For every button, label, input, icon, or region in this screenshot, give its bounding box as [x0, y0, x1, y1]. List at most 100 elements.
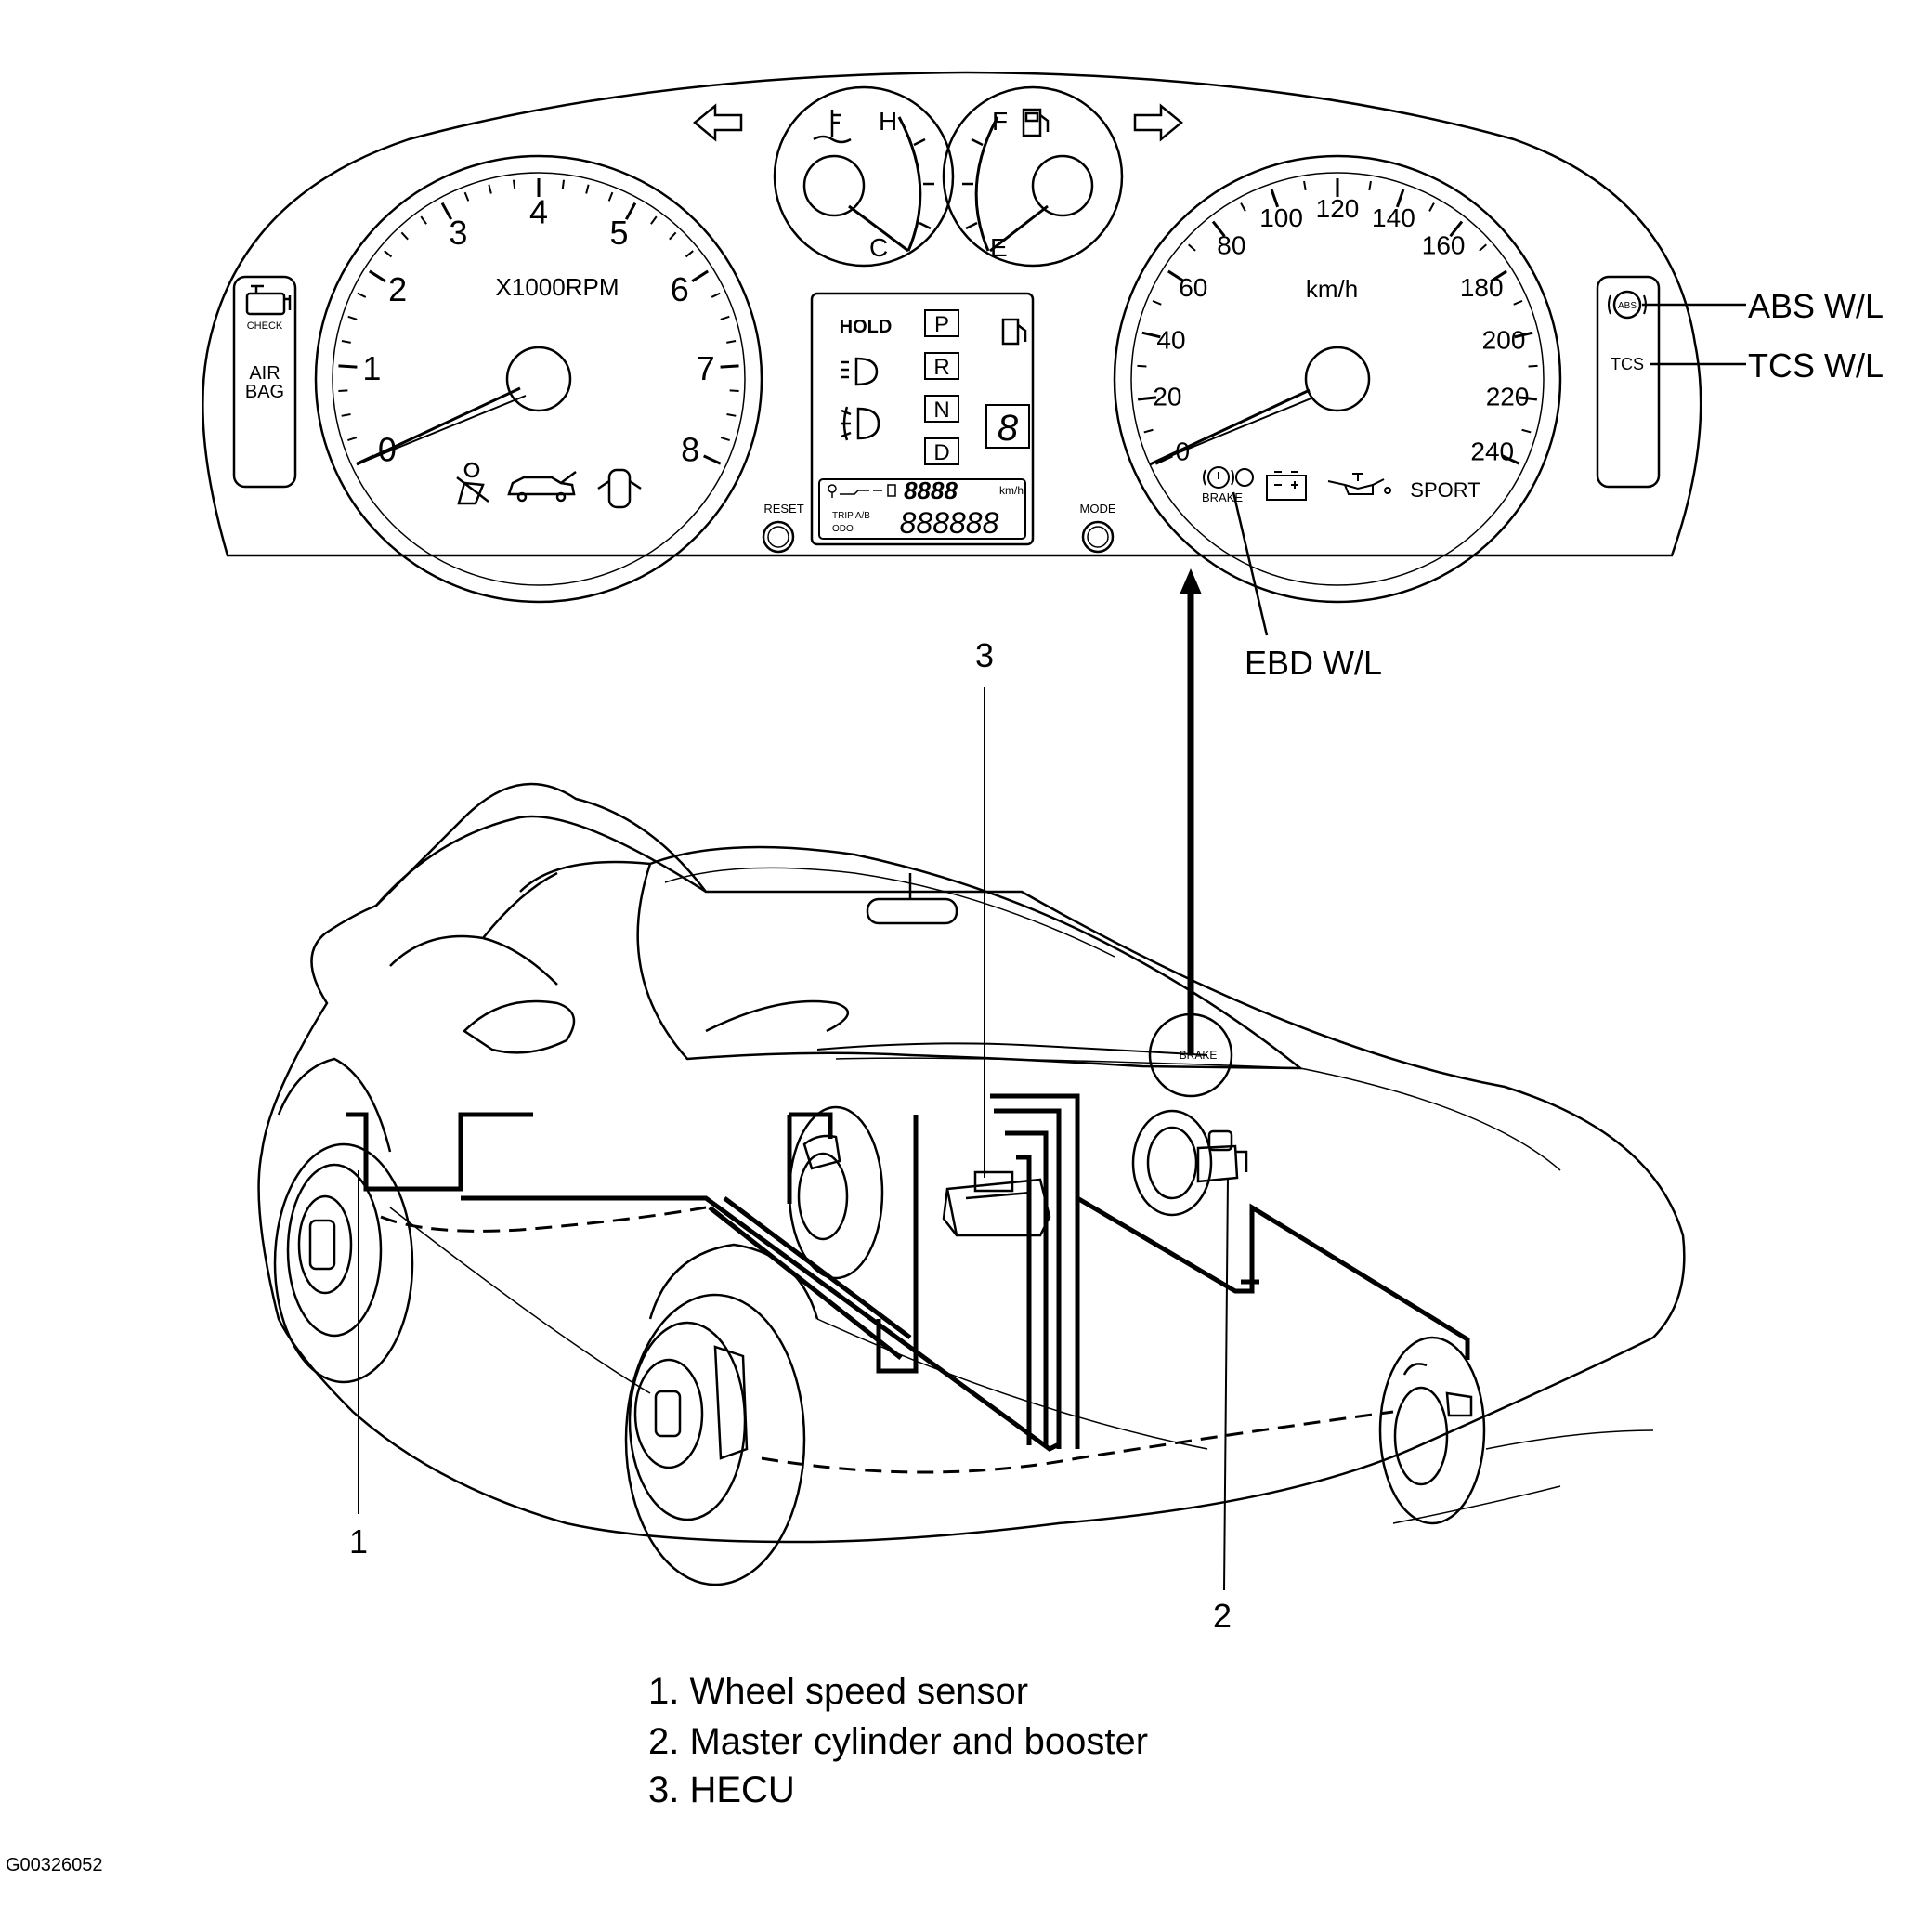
- speedometer-tick: [1490, 269, 1507, 282]
- rear-left-wheel: [273, 1142, 414, 1384]
- left-warning-panel: [232, 275, 297, 489]
- hold-indicator: HOLD: [840, 317, 893, 337]
- speedometer-label: 140: [1372, 203, 1415, 232]
- temp-high-label: H: [879, 107, 897, 136]
- tachometer-needle: [356, 386, 521, 466]
- tachometer-tick: [669, 231, 677, 241]
- rear-right-wheel: [788, 1105, 884, 1280]
- tachometer-tick: [488, 184, 492, 194]
- figure-code: G00326052: [6, 1855, 103, 1875]
- mode-button[interactable]: [1081, 520, 1115, 554]
- tachometer-tick: [369, 269, 386, 282]
- warning-lamp-inset: [1148, 1012, 1233, 1098]
- tachometer-tick: [357, 292, 367, 298]
- reset-button[interactable]: [762, 520, 795, 554]
- temperature-gauge: [773, 85, 955, 268]
- tachometer-tick: [685, 250, 694, 258]
- tachometer-label: 5: [610, 214, 629, 252]
- speedometer-label: 40: [1156, 325, 1185, 354]
- speedometer-hub: [1304, 346, 1371, 412]
- fuel-gauge: [942, 85, 1124, 268]
- gear-letter: R: [933, 355, 949, 380]
- tachometer-tick: [338, 389, 348, 392]
- speedometer-tick: [1270, 189, 1280, 208]
- gear-digit-box: [985, 404, 1030, 449]
- speedometer-ticks: [1137, 178, 1538, 465]
- legend: 1. Wheel speed sensor 2. Master cylinder…: [648, 1671, 1148, 1810]
- speedometer-tick: [1368, 180, 1372, 191]
- tachometer-tick: [347, 315, 358, 320]
- temperature-scale: [897, 116, 922, 252]
- temperature-hub: [802, 154, 866, 217]
- coolant-temp-icon: [813, 110, 852, 144]
- seatbelt-icon: [456, 462, 489, 505]
- tachometer-tick: [400, 231, 409, 241]
- lcd-odo-label: ODO: [832, 524, 854, 534]
- fuel-pump-icon: [1022, 108, 1050, 137]
- fuel-full-label: F: [992, 107, 1008, 136]
- speedometer-tick: [1167, 269, 1185, 282]
- speedometer-bezel: [1113, 154, 1562, 604]
- speedometer-label: 120: [1316, 194, 1360, 223]
- tachometer-tick: [338, 364, 358, 369]
- speedometer-label: 160: [1422, 230, 1466, 259]
- front-right-wheel: [1378, 1336, 1486, 1525]
- tachometer-tick: [720, 437, 730, 442]
- key-car-icon: [828, 484, 896, 498]
- tachometer-tick: [726, 340, 737, 344]
- tcs-badge: TCS: [1611, 355, 1644, 373]
- speedometer-unit: km/h: [1306, 275, 1358, 303]
- speedometer-tick: [1518, 396, 1538, 401]
- tachometer-tick: [729, 389, 739, 392]
- tachometer-tick: [420, 215, 427, 225]
- speedometer-needle: [1149, 388, 1311, 466]
- tachometer-tick: [341, 412, 351, 417]
- tachometer-tick: [440, 202, 453, 220]
- tachometer-label: 3: [449, 214, 467, 252]
- brake-lines: [346, 1093, 1470, 1452]
- speedometer-tick: [1502, 454, 1520, 465]
- speedometer-tick: [1240, 202, 1246, 212]
- ebd-wl-leader: [1232, 491, 1269, 636]
- headlamp-icon: [841, 357, 879, 386]
- gear-box: [924, 437, 959, 465]
- speedometer-tick: [1479, 243, 1487, 252]
- odometer-lcd: [818, 478, 1026, 540]
- tachometer-tick: [512, 179, 516, 189]
- speedometer-tick: [1141, 331, 1161, 339]
- tachometer-unit: X1000RPM: [496, 273, 619, 301]
- airbag-label-2: BAG: [245, 382, 284, 402]
- gear-box: [924, 352, 959, 380]
- right-warning-panel: [1596, 275, 1661, 489]
- gear-digit: 8: [998, 408, 1019, 449]
- airbag-label-1: AIR: [249, 363, 280, 384]
- tachometer-label: 1: [362, 349, 381, 387]
- speedometer-label: 180: [1460, 273, 1504, 302]
- center-display-panel: [810, 292, 1035, 546]
- tachometer-hub: [505, 346, 572, 412]
- speedometer-tick: [1137, 364, 1147, 368]
- cluster-housing: [202, 71, 1702, 557]
- trunk-open-icon: [507, 471, 577, 503]
- tachometer-tick: [650, 215, 658, 225]
- speedometer-label: 60: [1179, 273, 1207, 302]
- speedometer-label: 200: [1482, 325, 1526, 354]
- fuel-scale: [974, 116, 999, 252]
- reset-label: RESET: [763, 502, 803, 516]
- callout-number-1: 1: [349, 1522, 368, 1560]
- left-turn-signal-icon: [693, 103, 743, 142]
- speedometer-tick: [1303, 180, 1307, 191]
- tachometer-ticks: [338, 178, 739, 465]
- battery-icon: [1266, 471, 1307, 501]
- tachometer-tick: [561, 179, 566, 189]
- tachometer-tick: [624, 202, 637, 220]
- car-roof: [375, 815, 707, 907]
- tachometer-tick: [347, 437, 358, 442]
- fog-lamp-icon: [841, 406, 880, 441]
- speedometer-tick: [1143, 428, 1154, 434]
- speedometer-label: 20: [1153, 383, 1181, 411]
- door-open-icon: [597, 468, 642, 509]
- tachometer-tick: [341, 340, 351, 344]
